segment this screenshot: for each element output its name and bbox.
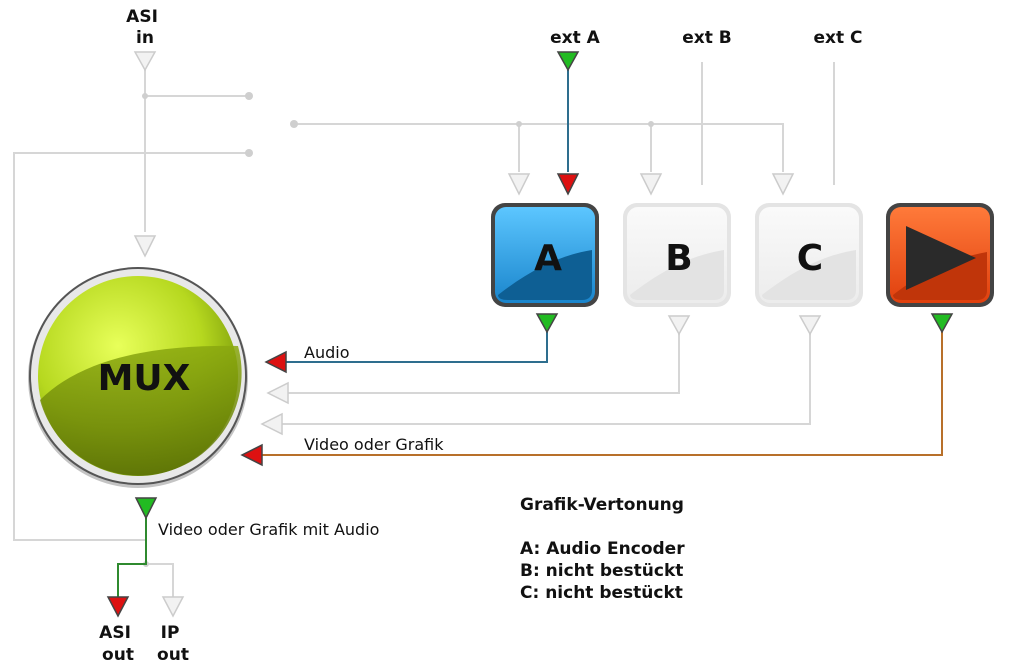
bus-a-arrow — [507, 173, 531, 196]
video-line — [262, 332, 943, 456]
junction-dot — [516, 121, 522, 127]
inactive-arrows — [133, 51, 822, 618]
mux-label: MUX — [98, 358, 191, 399]
b-to-mux-line — [288, 332, 680, 394]
asi-in-arrow — [133, 51, 157, 72]
asi-in-label: ASI in — [126, 7, 164, 48]
legend-line-b: B: nicht bestückt — [520, 561, 684, 581]
bus-b-arrow — [639, 173, 663, 196]
ip-out-line — [146, 563, 174, 597]
video-connection-label: Video oder Grafik — [304, 435, 444, 454]
ip-out-label: IP out — [157, 623, 189, 665]
ext-a-label: ext A — [550, 28, 601, 48]
mux-block[interactable]: MUX — [28, 267, 248, 488]
c-to-mux-line — [282, 332, 811, 425]
b-to-mux-arrow — [266, 381, 289, 405]
asi-out-label: ASI out — [99, 623, 137, 665]
block-c-label: C — [797, 238, 823, 279]
mux-output-label: Video oder Grafik mit Audio — [158, 520, 379, 539]
asi-out-arrow — [106, 596, 130, 618]
bus-c-arrow — [771, 173, 795, 196]
ip-out-arrow — [161, 596, 185, 618]
ip-out-label-line2: out — [157, 645, 189, 665]
block-b-label: B — [665, 238, 692, 279]
encoder-c-block[interactable]: C — [755, 203, 863, 307]
junction-dot — [245, 149, 253, 157]
c-to-mux-arrow — [260, 412, 283, 436]
asi-in-label-line1: ASI — [126, 7, 158, 27]
audio-to-mux-arrow — [264, 350, 287, 374]
asi-out-label-line2: out — [102, 645, 134, 665]
mux-out-arrow — [134, 497, 158, 520]
encoder-a-block[interactable]: A — [491, 203, 599, 307]
legend-line-a: A: Audio Encoder — [520, 539, 685, 559]
block-a-label: A — [534, 238, 562, 279]
a-in-arrow — [556, 173, 580, 196]
inactive-wiring — [13, 62, 835, 597]
b-out-arrow — [667, 315, 691, 336]
video-to-mux-arrow — [240, 443, 263, 467]
junction-dot — [245, 92, 253, 100]
player-out-arrow — [930, 313, 954, 334]
audio-connection-label: Audio — [304, 343, 349, 362]
legend: Grafik-Vertonung A: Audio Encoder B: nic… — [520, 494, 820, 614]
bus-line — [294, 123, 784, 172]
junction-dot — [142, 93, 148, 99]
asi-out-line — [117, 518, 147, 597]
active-arrows — [106, 51, 954, 618]
ip-out-label-line1: IP — [161, 623, 180, 643]
ext-c-label: ext C — [813, 28, 862, 48]
junction-dot — [290, 120, 298, 128]
play-icon — [906, 226, 976, 290]
encoder-b-block[interactable]: B — [623, 203, 731, 307]
asi-in-label-line2: in — [136, 28, 154, 48]
legend-line-c: C: nicht bestückt — [520, 583, 683, 603]
a-out-arrow — [535, 313, 559, 334]
legend-title: Grafik-Vertonung — [520, 495, 684, 515]
audio-line — [284, 332, 548, 363]
ext-a-arrow — [556, 51, 580, 72]
loopback-line — [13, 152, 249, 541]
ext-b-label: ext B — [682, 28, 732, 48]
c-out-arrow — [798, 315, 822, 336]
junction-dots — [142, 92, 654, 567]
asi-out-label-line1: ASI — [99, 623, 131, 643]
graphics-player-block[interactable] — [886, 203, 994, 307]
junction-dot — [648, 121, 654, 127]
mux-in-arrow — [133, 235, 157, 258]
